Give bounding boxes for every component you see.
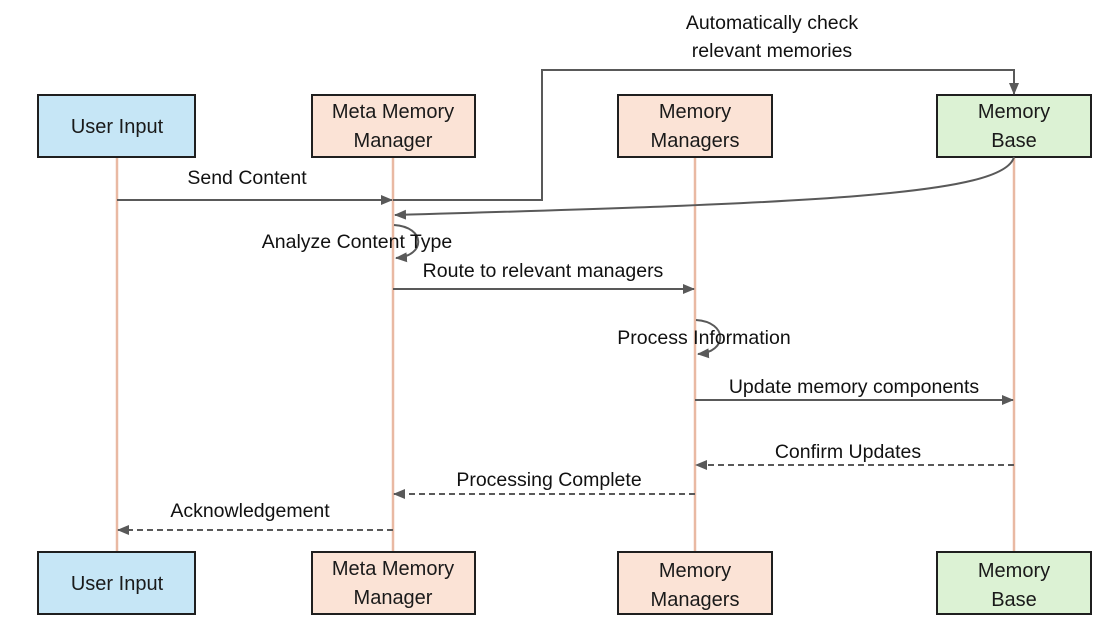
participant-meta-top-label-line1: Meta Memory <box>332 101 454 123</box>
message-process-label: Process Information <box>617 327 790 349</box>
participant-meta-top: Meta Memory Manager <box>311 94 476 158</box>
annotation-line1: Automatically check <box>686 12 859 34</box>
message-analyze-label: Analyze Content Type <box>262 231 452 253</box>
participant-user-bottom: User Input <box>37 551 196 615</box>
participant-user-bottom-label: User Input <box>71 573 164 595</box>
participant-managers-top-label-line2: Managers <box>651 130 740 152</box>
participant-base-bottom: Memory Base <box>936 551 1092 615</box>
participant-user-top-label: User Input <box>71 116 164 138</box>
message-process-loop-arrow <box>695 319 722 359</box>
annotation-line2: relevant memories <box>692 40 853 62</box>
message-confirm-label: Confirm Updates <box>775 441 922 463</box>
participant-user-top: User Input <box>37 94 196 158</box>
message-acknowledgement-label: Acknowledgement <box>170 500 330 522</box>
lifelines <box>115 157 1016 552</box>
participant-base-bottom-label-line1: Memory <box>978 560 1050 582</box>
message-processing-complete-label: Processing Complete <box>456 469 641 491</box>
participant-base-top: Memory Base <box>936 94 1092 158</box>
message-analyze-loop-arrow <box>393 224 420 263</box>
participant-meta-top-label-line2: Manager <box>354 130 433 152</box>
participant-base-top-label-line1: Memory <box>978 101 1050 123</box>
participant-meta-bottom: Meta Memory Manager <box>311 551 476 615</box>
message-auto-check-arrow <box>393 69 1019 201</box>
message-send-content-label: Send Content <box>187 167 307 189</box>
message-base-return-arrow <box>394 156 1015 220</box>
messages: Send Content Automatically check relevan… <box>117 12 1019 535</box>
participant-base-bottom-label-line2: Base <box>991 589 1037 611</box>
message-route-label: Route to relevant managers <box>423 260 664 282</box>
participant-managers-bottom-label-line2: Managers <box>651 589 740 611</box>
participant-base-top-label-line2: Base <box>991 130 1037 152</box>
participant-managers-bottom-label-line1: Memory <box>659 560 731 582</box>
participant-meta-bottom-label-line2: Manager <box>354 587 433 609</box>
participant-managers-top-label-line1: Memory <box>659 101 731 123</box>
participant-meta-bottom-label-line1: Meta Memory <box>332 558 454 580</box>
message-update-label: Update memory components <box>729 376 980 398</box>
participant-managers-top: Memory Managers <box>617 94 773 158</box>
participant-managers-bottom: Memory Managers <box>617 551 773 615</box>
